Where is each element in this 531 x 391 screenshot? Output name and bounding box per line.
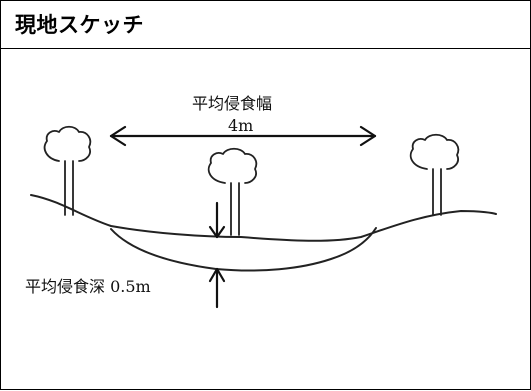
erosion-channel [110, 227, 377, 272]
depth-arrow [208, 201, 226, 309]
tree-middle [207, 147, 258, 236]
depth-label: 平均侵食深 0.5m [25, 277, 151, 296]
ground-line [30, 194, 497, 242]
tree-right [409, 133, 460, 216]
page-title: 現地スケッチ [15, 13, 144, 37]
tree-left [43, 125, 92, 216]
width-label: 平均侵食幅 [192, 94, 273, 113]
width-value: 4m [228, 116, 254, 135]
width-arrow [109, 125, 377, 147]
title-divider [1, 48, 530, 49]
